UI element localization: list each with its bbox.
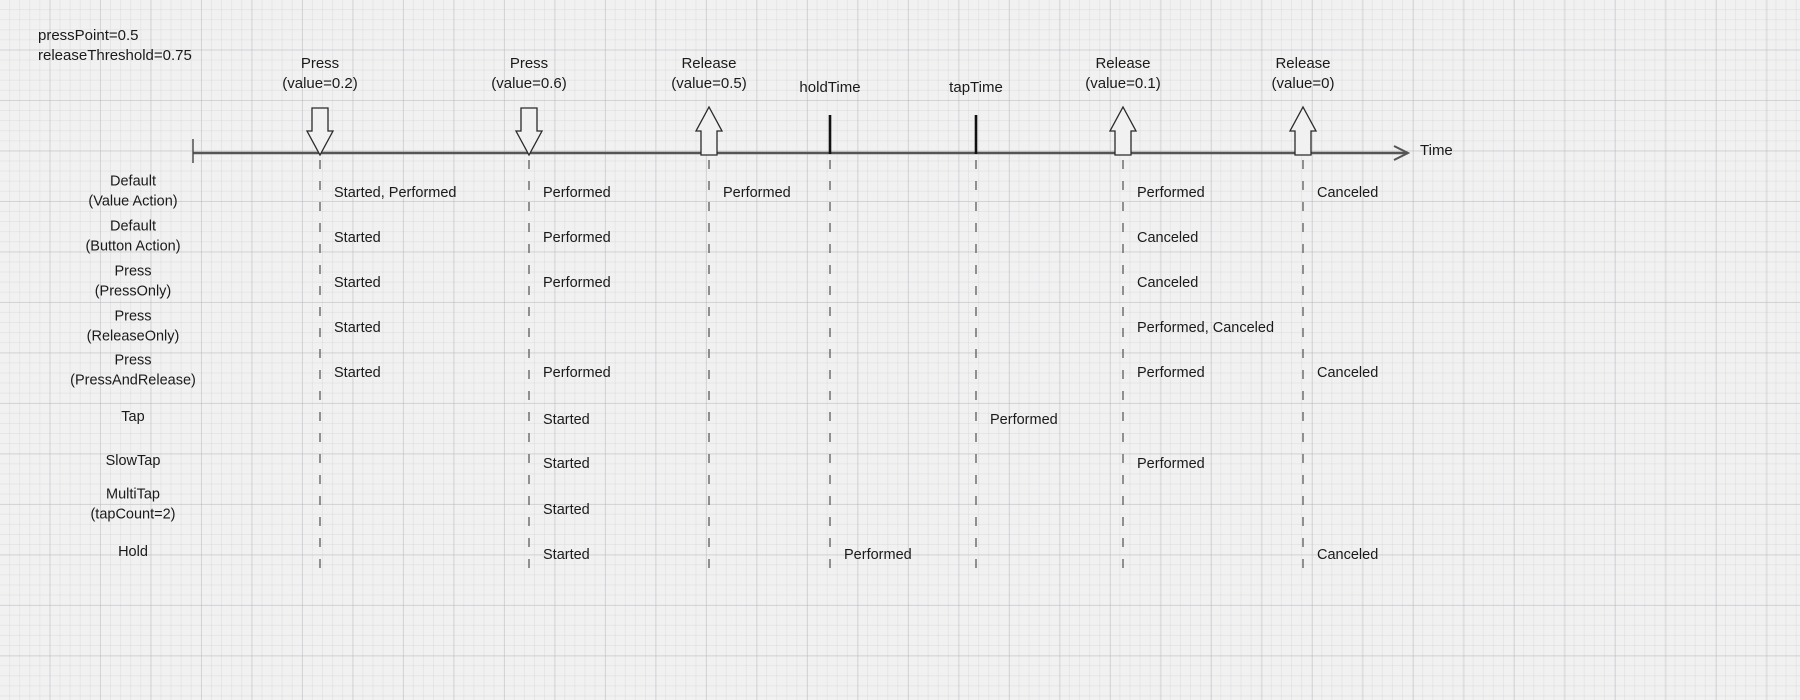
cell-default-button-action-press-02: Started bbox=[334, 230, 381, 246]
cell-slowtap-release-01: Performed bbox=[1137, 456, 1205, 472]
event-label-press-06: Press (value=0.6) bbox=[491, 55, 567, 93]
event-label-release-00: Release (value=0) bbox=[1271, 55, 1335, 93]
cell-tap-taptime: Performed bbox=[990, 412, 1058, 428]
cell-press-pressandrelease-press-06: Performed bbox=[543, 365, 611, 381]
row-label-press-pressonly: Press (PressOnly) bbox=[94, 263, 172, 299]
cell-default-value-action-press-06: Performed bbox=[543, 185, 611, 201]
row-label-hold: Hold bbox=[118, 544, 148, 561]
arrow-down-icon-press-06 bbox=[514, 107, 544, 157]
arrow-up-icon-release-01 bbox=[1108, 105, 1138, 156]
event-label-taptime: tapTime bbox=[949, 79, 1003, 96]
axis-label-time: Time bbox=[1420, 142, 1453, 159]
cell-hold-holdtime: Performed bbox=[844, 547, 912, 563]
cell-default-value-action-release-05: Performed bbox=[723, 185, 791, 201]
cell-press-releaseonly-release-01: Performed, Canceled bbox=[1137, 320, 1275, 336]
cell-press-pressonly-press-02: Started bbox=[334, 275, 381, 291]
event-label-release-01: Release (value=0.1) bbox=[1085, 55, 1161, 93]
cell-multitap-press-06: Started bbox=[543, 502, 590, 518]
event-label-press-02: Press (value=0.2) bbox=[282, 55, 358, 93]
row-label-tap: Tap bbox=[121, 409, 145, 426]
cell-default-value-action-press-02: Started, Performed bbox=[334, 185, 457, 201]
cell-default-value-action-release-01: Performed bbox=[1137, 185, 1205, 201]
row-label-press-pressandrelease: Press (PressAndRelease) bbox=[70, 352, 196, 388]
row-label-slowtap: SlowTap bbox=[105, 453, 161, 470]
cell-slowtap-press-06: Started bbox=[543, 456, 590, 472]
cell-default-value-action-release-00: Canceled bbox=[1317, 185, 1379, 201]
axis-arrowhead bbox=[1393, 145, 1411, 161]
cell-press-pressonly-press-06: Performed bbox=[543, 275, 611, 291]
cell-default-button-action-release-01: Canceled bbox=[1137, 230, 1199, 246]
cell-press-pressandrelease-press-02: Started bbox=[334, 365, 381, 381]
cell-default-button-action-press-06: Performed bbox=[543, 230, 611, 246]
arrow-up-icon-release-05 bbox=[694, 105, 724, 156]
event-label-holdtime: holdTime bbox=[799, 79, 861, 96]
cell-press-pressandrelease-release-00: Canceled bbox=[1317, 365, 1379, 381]
arrow-down-icon-press-02 bbox=[305, 107, 335, 157]
cell-hold-press-06: Started bbox=[543, 547, 590, 563]
cell-press-pressandrelease-release-01: Performed bbox=[1137, 365, 1205, 381]
row-label-default-button-action: Default (Button Action) bbox=[85, 218, 181, 254]
cell-tap-press-06: Started bbox=[543, 412, 590, 428]
event-label-release-05: Release (value=0.5) bbox=[671, 55, 747, 93]
cell-press-releaseonly-press-02: Started bbox=[334, 320, 381, 336]
arrow-up-icon-release-00 bbox=[1288, 105, 1318, 156]
row-label-multitap: MultiTap (tapCount=2) bbox=[90, 486, 176, 522]
parameters-note: pressPoint=0.5 releaseThreshold=0.75 bbox=[38, 27, 192, 64]
row-label-default-value-action: Default (Value Action) bbox=[88, 173, 178, 209]
cell-hold-release-00: Canceled bbox=[1317, 547, 1379, 563]
cell-press-pressonly-release-01: Canceled bbox=[1137, 275, 1199, 291]
row-label-press-releaseonly: Press (ReleaseOnly) bbox=[86, 308, 180, 344]
